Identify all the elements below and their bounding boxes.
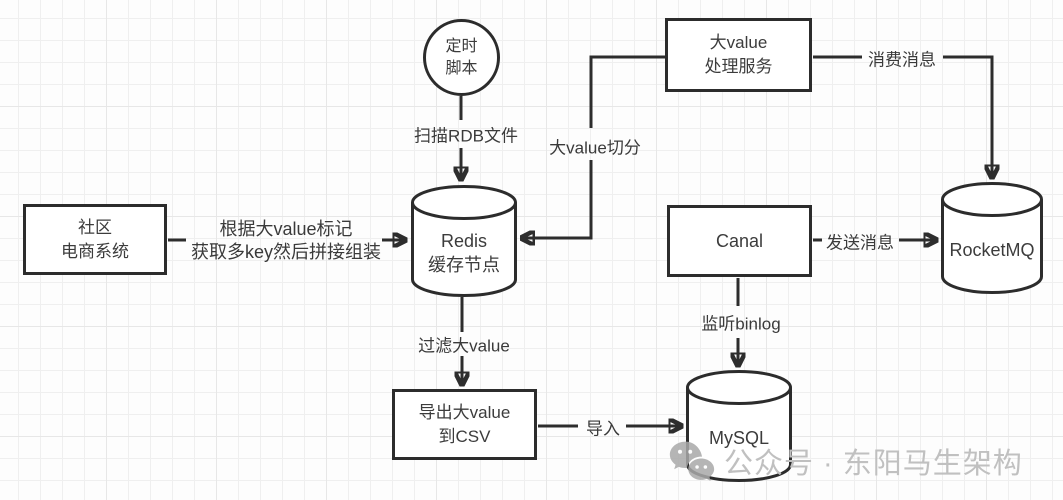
cylinder-shape xyxy=(941,182,1043,294)
node-scheduled-script: 定时 脚本 xyxy=(423,19,500,96)
node-scheduled-script-label-2: 脚本 xyxy=(445,59,478,77)
node-rocketmq-cylinder: RocketMQ xyxy=(941,182,1043,294)
node-mysql-label: MySQL xyxy=(708,428,769,448)
edge-split-b xyxy=(522,160,593,238)
edge-label-scan-rdb: 扫描RDB文件 xyxy=(414,126,518,146)
edge-label-fetch-line1: 根据大value标记 xyxy=(219,219,353,239)
node-mysql-cylinder: MySQL xyxy=(686,370,792,482)
edge-label-split: 大value切分 xyxy=(549,138,641,158)
edge-consume-b xyxy=(943,55,992,177)
node-export-csv-label-2: 到CSV xyxy=(438,426,491,446)
node-rocketmq-label: RocketMQ xyxy=(949,240,1035,260)
edge-label-fetch: 根据大value标记 获取多key然后拼接组装 xyxy=(191,218,381,264)
node-canal-label: Canal xyxy=(715,231,764,251)
node-redis-cylinder: Redis 缓存节点 xyxy=(411,185,517,297)
node-bigvalue-service-label-1: 大value xyxy=(709,33,768,52)
node-redis-label-2: 缓存节点 xyxy=(428,255,500,275)
watermark-text: 公众号 · 东阳马生架构 xyxy=(724,448,1023,480)
node-community-ecommerce-label-1: 社区 xyxy=(78,217,112,237)
cylinder-shape xyxy=(411,185,517,297)
edge-split-a xyxy=(589,55,666,128)
node-bigvalue-service: 大value 处理服务 xyxy=(665,18,812,92)
edge-label-filter: 过滤大value xyxy=(418,336,510,356)
cylinder-shape xyxy=(686,370,792,482)
node-canal: Canal xyxy=(667,205,812,277)
node-export-csv: 导出大value 到CSV xyxy=(392,389,537,460)
edge-label-consume: 消费消息 xyxy=(868,50,936,70)
watermark: 公众号 · 东阳马生架构 xyxy=(668,436,1023,486)
edge-label-send: 发送消息 xyxy=(826,233,894,253)
node-bigvalue-service-label-2: 处理服务 xyxy=(704,57,773,76)
wechat-icon xyxy=(669,441,715,481)
node-export-csv-label-1: 导出大value xyxy=(418,402,511,422)
edge-label-fetch-line2: 获取多key然后拼接组装 xyxy=(190,242,382,262)
node-scheduled-script-label-1: 定时 xyxy=(445,37,478,55)
node-redis-label-1: Redis xyxy=(440,231,488,251)
node-community-ecommerce-label-2: 电商系统 xyxy=(61,241,129,261)
edge-label-binlog: 监听binlog xyxy=(701,314,781,334)
node-community-ecommerce: 社区 电商系统 xyxy=(23,204,167,275)
edge-label-import: 导入 xyxy=(586,419,620,439)
